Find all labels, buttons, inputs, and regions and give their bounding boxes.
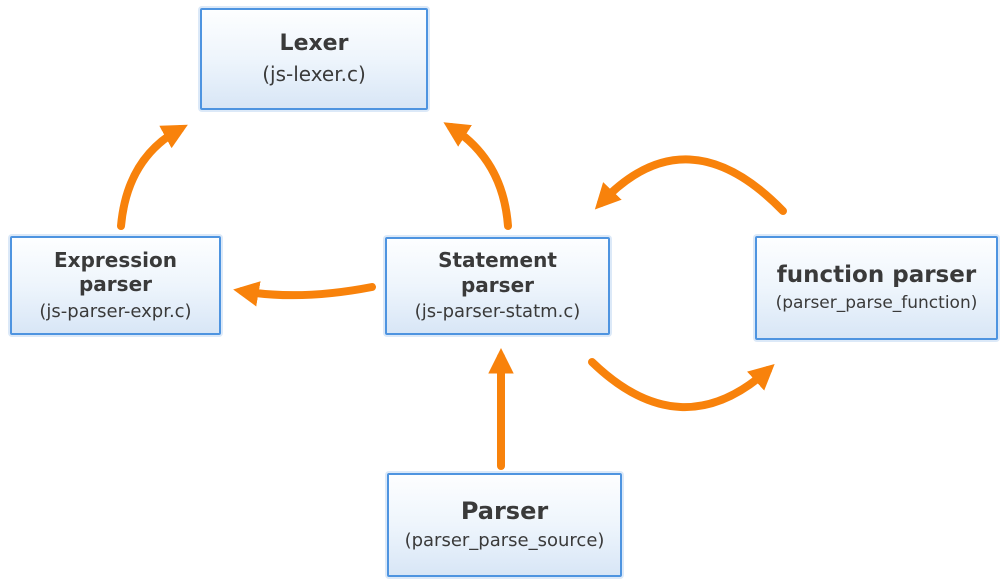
node-function-parser-title: function parser [776,262,977,289]
node-statement-parser: Statement parser (js-parser-statm.c) [385,237,610,335]
node-statement-parser-title: Statement parser [438,248,557,297]
arrow-statement-to-lexer [443,122,512,230]
arrow-statement-to-function [588,358,775,412]
node-expression-parser: Expression parser (js-parser-expr.c) [10,236,221,335]
node-parser-subtitle: (parser_parse_source) [404,530,605,552]
arrow-statement-to-expression [233,281,376,307]
node-expression-parser-title: Expression parser [54,247,177,297]
node-lexer-subtitle: (js-lexer.c) [262,61,366,86]
arrow-function-to-statement [594,155,787,215]
node-function-parser-subtitle: (parser_parse_function) [775,293,978,314]
node-lexer: Lexer (js-lexer.c) [200,8,428,110]
node-function-parser: function parser (parser_parse_function) [755,236,998,340]
node-parser-title: Parser [460,497,549,526]
node-expression-parser-subtitle: (js-parser-expr.c) [39,300,192,322]
node-parser: Parser (parser_parse_source) [387,473,622,577]
node-lexer-title: Lexer [279,31,349,57]
node-statement-parser-subtitle: (js-parser-statm.c) [414,301,581,323]
arrow-expression-to-lexer [117,124,188,230]
